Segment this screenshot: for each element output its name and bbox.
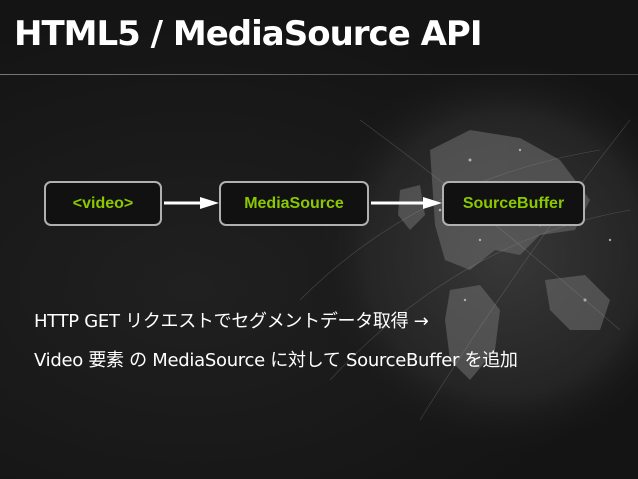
video-element-node: <video> xyxy=(44,181,162,226)
description-line-2: Video 要素 の MediaSource に対して SourceBuffer… xyxy=(34,350,518,371)
slide-title: HTML5 / MediaSource API xyxy=(14,14,482,54)
title-divider xyxy=(0,74,638,75)
description-line-1: HTTP GET リクエストでセグメントデータ取得 → xyxy=(34,311,429,332)
mediasource-node: MediaSource xyxy=(219,181,369,226)
sourcebuffer-node: SourceBuffer xyxy=(442,181,585,226)
arrow-video-to-mediasource xyxy=(164,197,219,209)
arrow-mediasource-to-sourcebuffer xyxy=(371,197,442,209)
